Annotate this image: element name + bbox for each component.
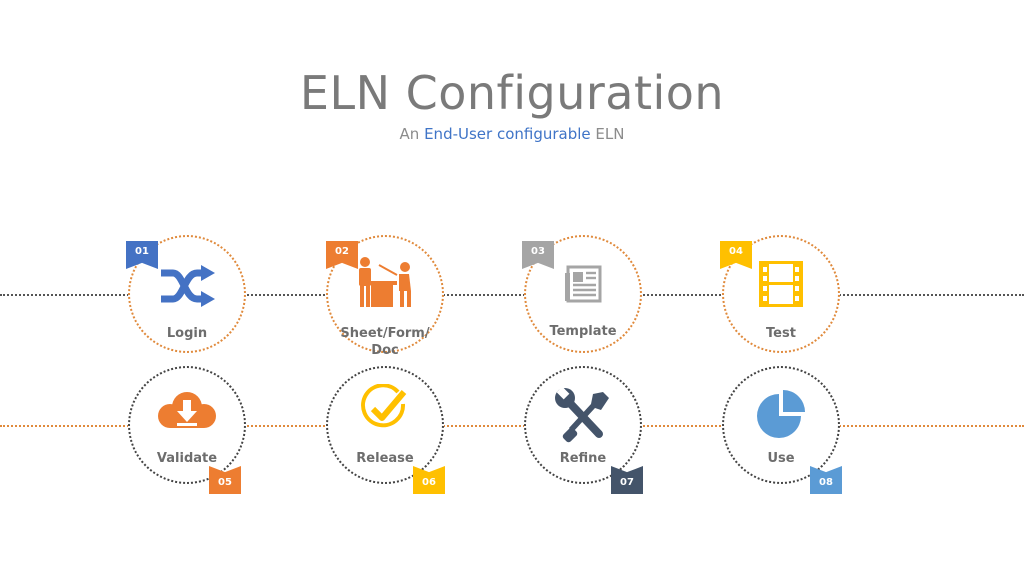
step-use: Use	[722, 366, 840, 484]
step-release: Release	[326, 366, 444, 484]
step-label: Test	[766, 326, 796, 341]
step-template: Template	[524, 235, 642, 353]
step-number-flag: 05	[209, 466, 241, 494]
step-sheet-form-doc: Sheet/Form/ Doc	[326, 235, 444, 358]
step-number-flag: 07	[611, 466, 643, 494]
top-dotted-line	[0, 294, 1024, 296]
step-label: Template	[549, 324, 617, 339]
step-number-flag: 06	[413, 466, 445, 494]
page-subtitle: An End-User configurable ELN	[0, 125, 1024, 143]
newspaper-icon	[565, 265, 602, 303]
step-refine: Refine	[524, 366, 642, 484]
subtitle-prefix: An	[399, 125, 425, 143]
shuffle-arrows-icon	[161, 265, 215, 307]
film-strip-icon	[759, 261, 803, 307]
subtitle-highlight: End-User configurable	[424, 125, 591, 143]
step-label: Use	[767, 451, 795, 466]
step-label: Login	[166, 326, 208, 341]
check-circle-icon	[361, 384, 407, 428]
cloud-download-icon	[158, 392, 216, 428]
step-label: Validate	[156, 451, 218, 466]
step-label: Sheet/Form/ Doc	[340, 326, 430, 358]
subtitle-suffix: ELN	[590, 125, 625, 143]
step-validate: Validate	[128, 366, 246, 484]
step-label: Release	[356, 451, 414, 466]
pie-chart-icon	[757, 390, 805, 438]
presenter-desk-icon	[359, 257, 411, 307]
wrench-screwdriver-icon	[555, 388, 609, 443]
bottom-dotted-line	[0, 425, 1024, 427]
step-number-flag: 08	[810, 466, 842, 494]
step-label: Refine	[559, 451, 607, 466]
page-title: ELN Configuration	[299, 66, 725, 120]
